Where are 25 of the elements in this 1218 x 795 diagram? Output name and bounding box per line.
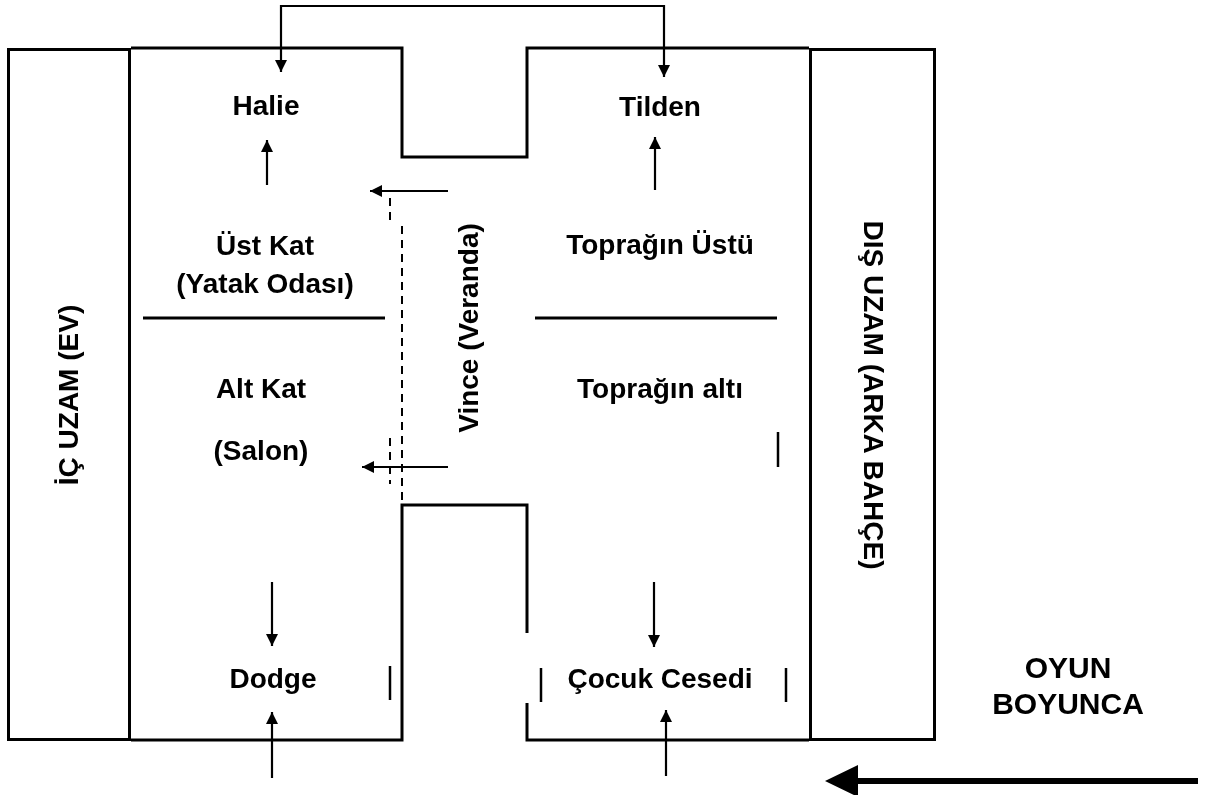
column-heading: İÇ UZAM (EV) [53,304,85,485]
place-label: Vince (Veranda) [453,222,485,433]
place-label: Toprağın Üstü [566,229,754,261]
place-label: Üst Kat [216,230,314,262]
place-label: (Salon) [213,435,309,467]
arrow [266,582,278,646]
column-heading: DIŞ UZAM (ARKA BAHÇE) [856,220,889,569]
place-label: Tilden [619,91,701,123]
space-column [7,48,131,741]
arrow [649,137,661,190]
place-label: Çocuk Cesedi [567,662,753,695]
place-label: Halie [232,90,300,122]
arrow [275,4,670,77]
place-label: Alt Kat [215,373,307,405]
place-label: Toprağın altı [577,373,743,405]
space-column [809,48,936,741]
arrow [370,185,448,197]
arrow [362,461,448,473]
place-label: (Yatak Odası) [176,268,354,300]
note-text: OYUN BOYUNCA [991,650,1145,722]
arrow [648,582,660,647]
arrow [660,710,672,776]
place-label: Dodge [229,663,317,695]
arrow [266,712,278,778]
arrow [261,140,273,185]
